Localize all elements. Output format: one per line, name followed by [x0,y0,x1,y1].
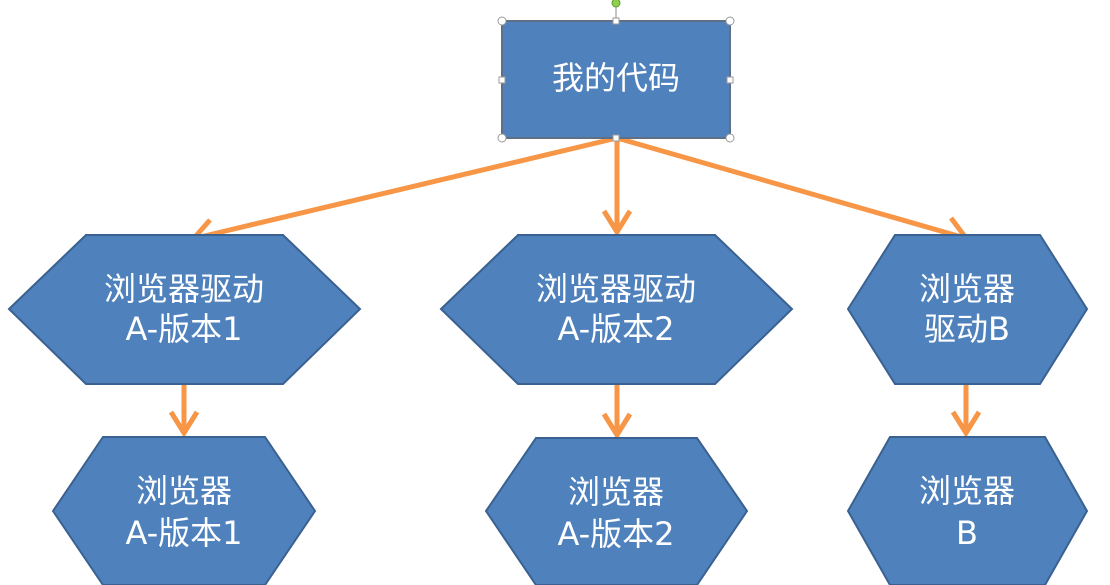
resize-handle-right[interactable] [726,76,734,84]
browser-node-2[interactable]: 浏览器 A-版本2 [484,437,749,585]
arrowhead-browser-1 [168,410,200,438]
browser-node-2-shape[interactable] [484,437,749,585]
browser-node-3[interactable]: 浏览器 B [846,436,1089,585]
browser-node-1-line2: A-版本1 [125,514,242,552]
selection-handles[interactable] [497,0,735,143]
root-node-label: 我的代码 [552,59,680,97]
connectors-root-to-drivers [189,135,971,246]
driver-node-1-line2: A-版本1 [125,310,242,348]
driver-node-3-line2: 驱动B [924,310,1010,348]
browser-node-2-line2: A-版本2 [557,515,674,553]
driver-node-1-line1: 浏览器驱动 [104,270,264,308]
driver-node-3-shape[interactable] [846,234,1089,385]
browser-node-3-shape[interactable] [846,436,1089,585]
arrowhead-browser-2 [601,412,633,440]
browser-node-1-shape[interactable] [51,436,317,585]
resize-handle-top-left[interactable] [497,16,507,26]
driver-node-3[interactable]: 浏览器 驱动B [846,234,1089,385]
driver-node-2[interactable]: 浏览器驱动 A-版本2 [439,234,794,385]
root-node[interactable]: 我的代码 [501,20,731,139]
driver-node-2-line2: A-版本2 [557,310,674,348]
driver-node-1-shape[interactable] [7,234,362,385]
browser-node-3-line1: 浏览器 [919,472,1015,510]
driver-node-2-shape[interactable] [439,234,794,385]
driver-node-2-line1: 浏览器驱动 [536,270,696,308]
browser-node-3-line2: B [956,514,978,552]
browser-node-2-line1: 浏览器 [568,473,664,511]
driver-node-3-line1: 浏览器 [919,270,1015,308]
resize-handle-left[interactable] [498,76,506,84]
connector-root-to-driver-1 [195,135,618,241]
arrowhead-driver-2 [601,209,633,237]
arrowhead-browser-3 [950,410,982,438]
resize-handle-top-right[interactable] [725,16,735,26]
resize-handle-top[interactable] [612,17,620,25]
browser-node-1-line1: 浏览器 [136,472,232,510]
connectors-drivers-to-browsers [168,384,982,440]
driver-node-1[interactable]: 浏览器驱动 A-版本1 [7,234,362,385]
resize-handle-bottom-left[interactable] [497,133,507,143]
browser-node-1[interactable]: 浏览器 A-版本1 [51,436,317,585]
rotation-handle[interactable] [611,0,621,8]
resize-handle-bottom-right[interactable] [725,133,735,143]
resize-handle-bottom[interactable] [612,134,620,142]
connector-root-to-driver-3 [616,135,966,241]
